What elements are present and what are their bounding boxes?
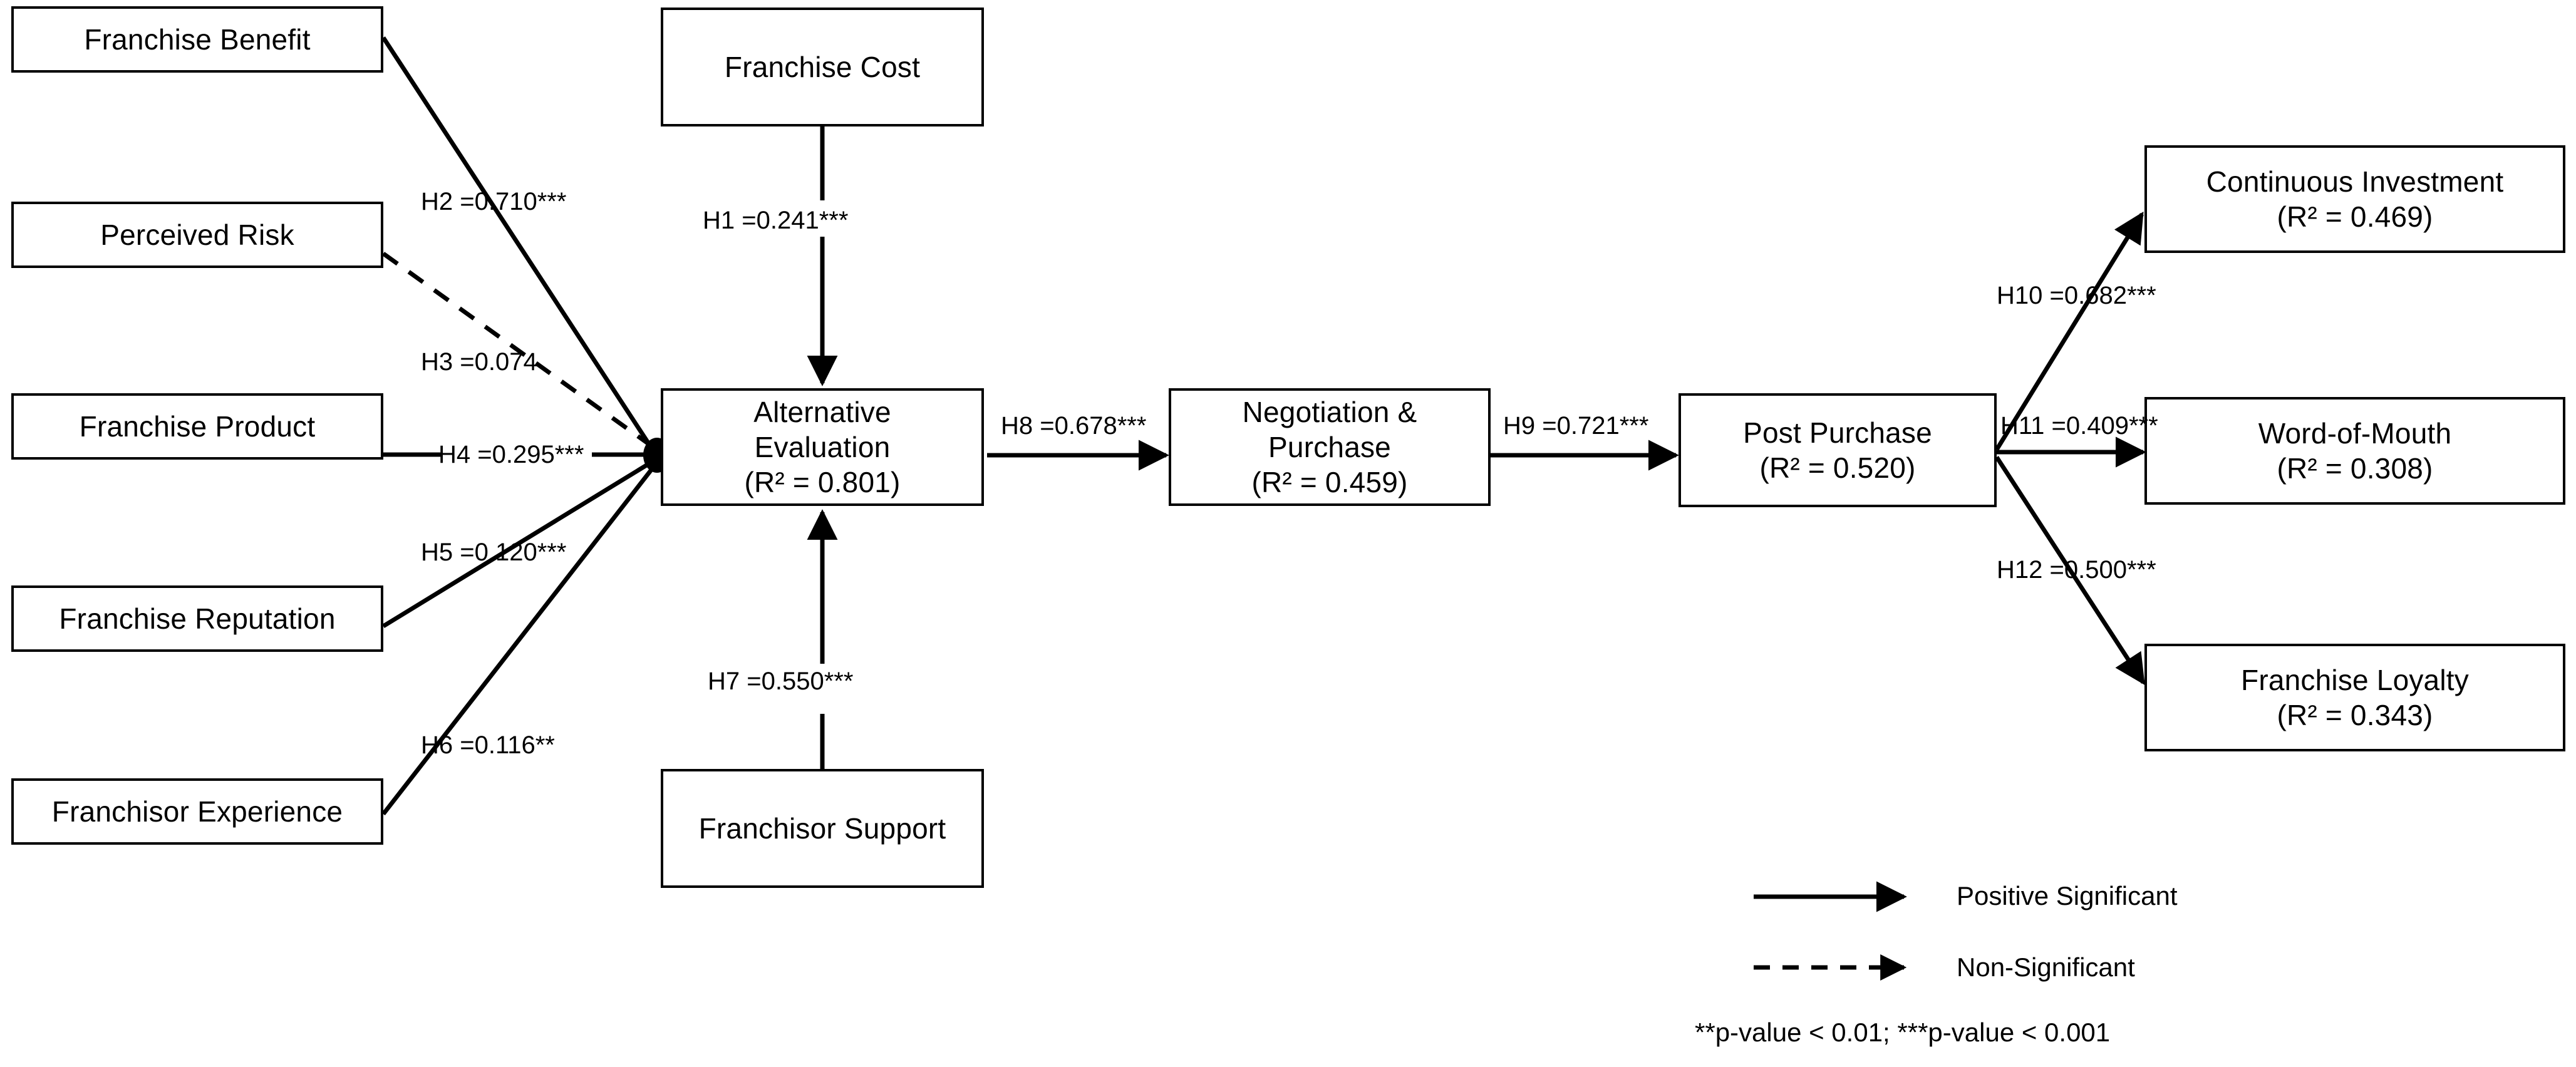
node-label: Franchisor Support [698,812,946,845]
node-label: Franchise Cost [724,50,921,83]
edge-label-h1: H1 =0.241*** [703,207,849,234]
node-r2-value: (R² = 0.343) [2277,699,2433,731]
node-label-line1: Word-of-Mouth [2258,416,2452,450]
node-label: Franchise Reputation [59,602,336,635]
edge-label-h5: H5 =0.120*** [421,539,567,566]
node-r2-value: (R² = 0.459) [1251,466,1408,499]
node-franchise-loyalty[interactable]: Franchise Loyalty (R² = 0.343) [2144,644,2565,751]
node-franchisor-experience[interactable]: Franchisor Experience [11,778,383,845]
node-franchise-product[interactable]: Franchise Product [11,393,383,460]
node-label: Franchisor Experience [51,795,343,828]
edge-label-h11: H11 =0.409*** [2000,412,2158,440]
node-word-of-mouth[interactable]: Word-of-Mouth (R² = 0.308) [2144,397,2565,505]
node-label-line1: Post Purchase [1743,416,1932,449]
node-label: Perceived Risk [100,218,294,251]
legend-p-value-note: **p-value < 0.01; ***p-value < 0.001 [1695,1018,2111,1047]
legend-non-significant-label: Non-Significant [1957,952,2135,982]
node-label-line1: Franchise Loyalty [2241,663,2469,696]
node-label-line2: Purchase [1268,430,1391,463]
edge-label-h7: H7 =0.550*** [708,668,854,695]
node-franchise-reputation[interactable]: Franchise Reputation [11,585,383,652]
node-alternative-evaluation[interactable]: Alternative Evaluation (R² = 0.801) [661,388,984,506]
edge-label-h12: H12 =0.500*** [1997,556,2156,584]
edge-label-h9: H9 =0.721*** [1503,412,1649,440]
legend-positive-significant-label: Positive Significant [1957,881,2178,910]
edge-label-h10: H10 =0.682*** [1997,282,2156,309]
node-negotiation-purchase[interactable]: Negotiation & Purchase (R² = 0.459) [1169,388,1491,506]
edge-h2 [381,36,654,451]
node-label-line1: Alternative [753,395,891,428]
node-label-line1: Continuous Investment [2206,165,2504,198]
edge-label-h2: H2 =0.710*** [421,188,567,215]
node-franchise-cost[interactable]: Franchise Cost [661,8,984,126]
edge-label-h3: H3 =0.074 [421,348,537,376]
edge-label-h6: H6 =0.116** [421,731,555,759]
edge-h6 [381,465,656,816]
node-r2-value: (R² = 0.308) [2277,452,2433,485]
node-franchise-benefit[interactable]: Franchise Benefit [11,6,383,73]
node-r2-value: (R² = 0.801) [744,466,901,499]
edge-label-h4: H4 =0.295*** [438,441,584,468]
node-label-line1: Negotiation & [1242,395,1417,428]
edge-label-h8: H8 =0.678*** [1001,412,1147,440]
node-label-line2: Evaluation [754,430,891,463]
node-label: Franchise Benefit [84,23,311,56]
node-label: Franchise Product [79,410,316,443]
node-r2-value: (R² = 0.469) [2277,200,2433,233]
node-post-purchase[interactable]: Post Purchase (R² = 0.520) [1679,393,1997,507]
node-r2-value: (R² = 0.520) [1759,451,1916,484]
node-franchisor-support[interactable]: Franchisor Support [661,769,984,888]
node-continuous-investment[interactable]: Continuous Investment (R² = 0.469) [2144,145,2565,253]
node-perceived-risk[interactable]: Perceived Risk [11,202,383,268]
